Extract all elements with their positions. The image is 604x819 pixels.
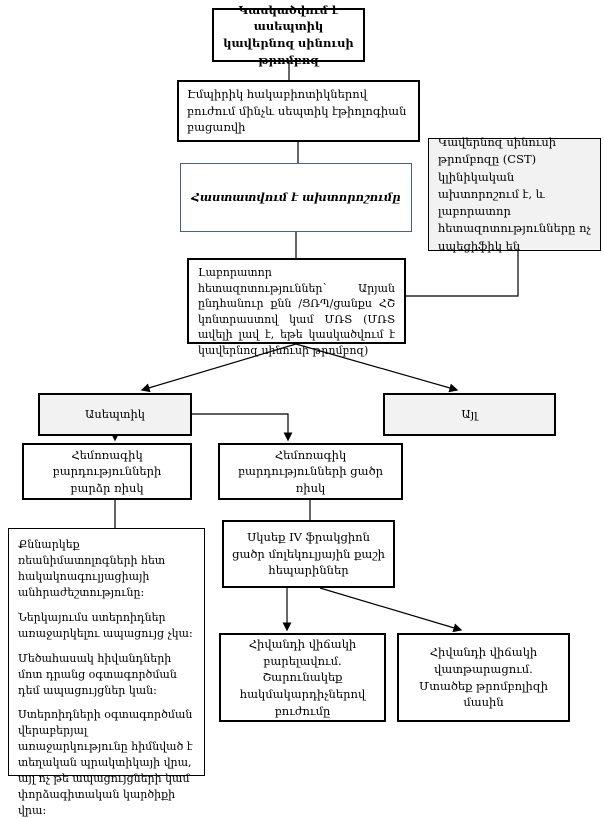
box-aseptic: Ասեպտիկ (38, 393, 192, 436)
box-note-label: Կավերնոզ սինուսի թրոմբոզը (CST) կլինիկակ… (438, 135, 591, 253)
box-other: Այլ (383, 393, 556, 436)
connector-lab-other-arrow (295, 343, 459, 393)
discussion-paragraph-2: Ներկայումս ստերոիդներ առաջարկելու ապացու… (18, 610, 193, 640)
box-lab-investigations: Լաբորատոր հետազոտություններ՝ Արյան ընդհա… (187, 258, 406, 357)
box-cst-clinical-note: Կավերնոզ սինուսի թրոմբոզը (CST) կլինիկակ… (428, 135, 601, 253)
box-low-hemorrhagic-risk: Հեմոռագիկ բարդությունների ցածր ռիսկ (218, 443, 403, 500)
box-suspected-label: Կասկածվում է ասեպտիկ կավերնոզ սինուսի թր… (223, 2, 354, 67)
box-worsen-label: Հիվանդի վիճակի վատթարացում. Մտածեք թրոմբ… (418, 645, 549, 710)
box-suspected-cst: Կասկածվում է ասեպտիկ կավերնոզ սինուսի թր… (212, 3, 365, 67)
box-empiric-antibiotics: Էմպիրիկ հակաբիոտիկներով բուժում մինչև սե… (177, 80, 420, 142)
box-empiric-label: Էմպիրիկ հակաբիոտիկներով բուժում մինչև սե… (187, 86, 407, 135)
connector-heparin-worsen-arrow (319, 587, 463, 633)
box-confirmed-label: Հաստատվում է ախտորոշումը (191, 190, 401, 205)
discussion-paragraph-3: Մեծահասակ հիվանդների մոտ դրանց օգտագործմ… (18, 651, 177, 697)
box-aseptic-label: Ասեպտիկ (85, 407, 145, 422)
connector-lab-aseptic-arrow (140, 343, 297, 393)
discussion-paragraph-1: Քննարկեք ռեանիմատոլոգների հետ հակակոագու… (18, 538, 166, 599)
box-highrisk-label: Հեմոռագիկ բարդությունների բարձր ռիսկ (52, 447, 162, 495)
box-condition-worsening: Հիվանդի վիճակի վատթարացում. Մտածեք թրոմբ… (397, 633, 570, 722)
flowchart-page: { "flowchart": { "boxes": { "suspected":… (8, 2, 601, 818)
box-diagnosis-confirmed: Հաստատվում է ախտորոշումը (180, 163, 412, 232)
box-anticoagulation-discussion: Քննարկեք ռեանիմատոլոգների հետ հակակոագու… (8, 528, 205, 817)
discussion-paragraph-4: Ստերոիդների օգտագործման վերաբերյալ առաջա… (18, 708, 193, 818)
box-condition-improvement: Հիվանդի վիճակի բարելավում. Շարունակեք հա… (219, 633, 386, 722)
box-improve-label: Հիվանդի վիճակի բարելավում. Շարունակեք հա… (239, 636, 366, 718)
box-lab-label: Լաբորատոր հետազոտություններ՝ Արյան ընդհա… (198, 266, 395, 358)
box-high-hemorrhagic-risk: Հեմոռագիկ բարդությունների բարձր ռիսկ (22, 443, 192, 500)
connector-lines (110, 62, 519, 633)
box-heparin-label: Սկսեք IV ֆրակցիոն ցածր մոլեկուլյային քաշ… (232, 529, 385, 578)
box-start-heparin: Սկսեք IV ֆրակցիոն ցածր մոլեկուլյային քաշ… (222, 520, 395, 588)
box-other-label: Այլ (461, 407, 478, 422)
box-lowrisk-label: Հեմոռագիկ բարդությունների ցածր ռիսկ (237, 447, 384, 495)
connector-note-lab (406, 251, 519, 297)
connector-aseptic-lowrisk-arrow (192, 413, 293, 442)
